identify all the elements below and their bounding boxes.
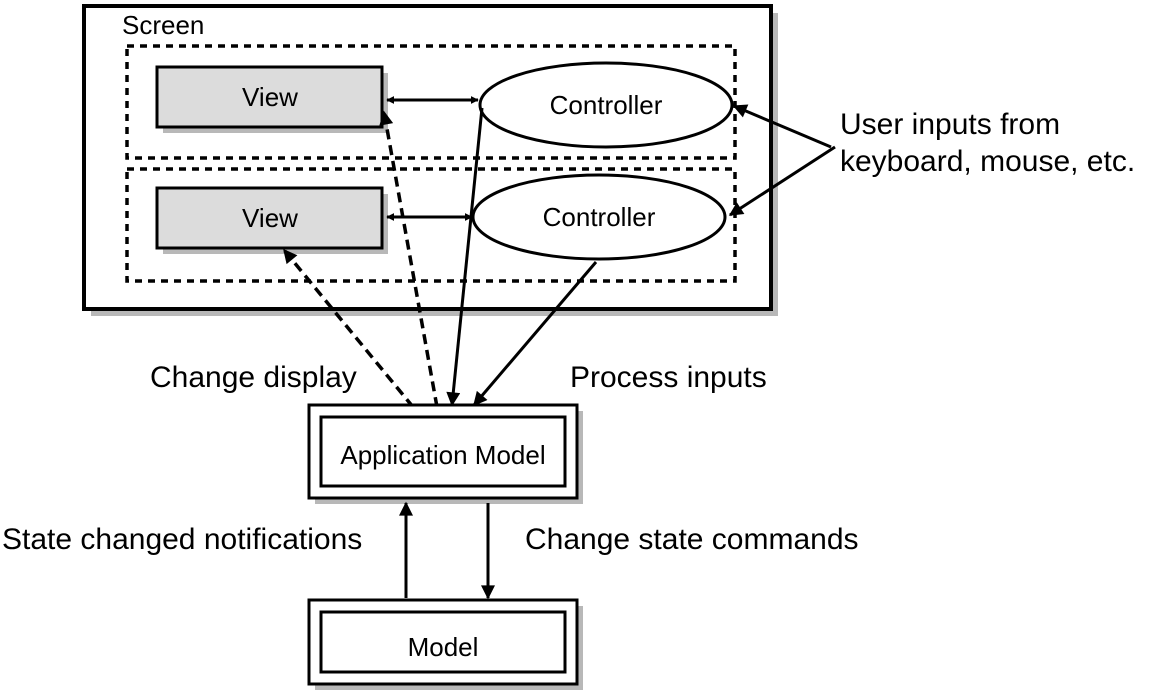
- state-changed-label: State changed notifications: [2, 523, 362, 556]
- controller-bottom[interactable]: Controller: [471, 173, 727, 261]
- model-box[interactable]: Model: [307, 598, 583, 690]
- user-input-arrow-top: [732, 104, 832, 149]
- controller-label: Controller: [543, 202, 656, 232]
- panel-top: [125, 44, 737, 160]
- controller-top[interactable]: Controller: [478, 61, 734, 149]
- screen-frame: Screen: [82, 4, 778, 316]
- view-box-bottom[interactable]: View: [155, 186, 388, 254]
- user-input-arrow-bottom: [728, 145, 836, 217]
- controller-label: Controller: [550, 90, 663, 120]
- user-inputs-label-line2: keyboard, mouse, etc.: [840, 145, 1135, 178]
- change-display-arrow-top: [379, 110, 439, 408]
- model-label: Model: [408, 632, 479, 662]
- view-label: View: [242, 203, 298, 233]
- process-inputs-arrow-top: [446, 107, 484, 407]
- user-inputs-label-line1: User inputs from: [840, 108, 1060, 141]
- application-model-box[interactable]: Application Model: [307, 403, 583, 504]
- change-display-arrow-bottom: [282, 248, 415, 409]
- process-inputs-arrow-bottom: [472, 261, 598, 407]
- view-label: View: [242, 82, 298, 112]
- change-display-label: Change display: [150, 361, 357, 394]
- screen-label: Screen: [122, 10, 204, 40]
- application-model-label: Application Model: [340, 440, 545, 470]
- view-box-top[interactable]: View: [155, 65, 388, 133]
- process-inputs-label: Process inputs: [570, 361, 767, 394]
- panel-bottom: [125, 167, 737, 283]
- change-state-label: Change state commands: [525, 523, 859, 556]
